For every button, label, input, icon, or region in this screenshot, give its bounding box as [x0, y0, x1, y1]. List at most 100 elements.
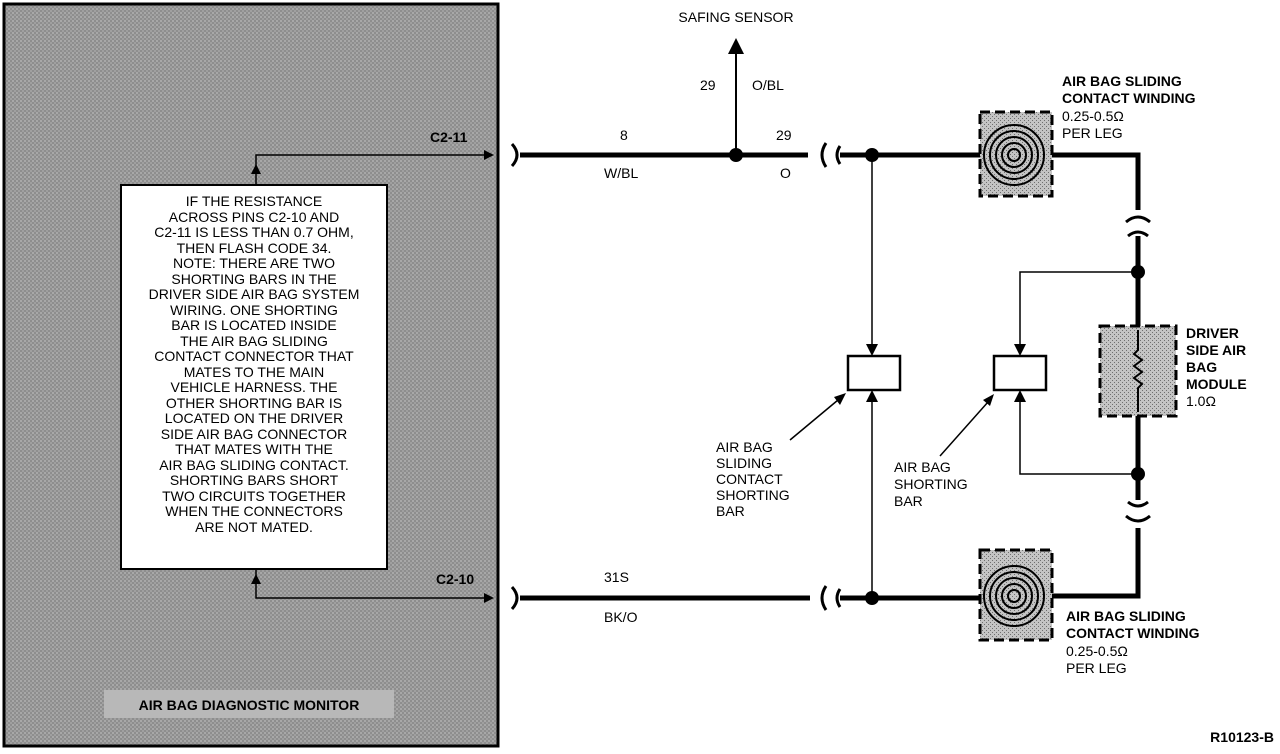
winding-bottom-coil-2 [989, 571, 1039, 621]
winding-bottom-coil-5 [1007, 589, 1021, 603]
sb1-label-1: AIR BAG [716, 439, 773, 455]
connector-bottom-right-inner [835, 588, 842, 608]
monitor-title-box [104, 690, 394, 718]
leader-c2-11-top-arrow [251, 164, 261, 174]
note-line: TWO CIRCUITS TOGETHER [162, 487, 346, 504]
module-resistor [1132, 330, 1144, 412]
connector-right-upper-a [1125, 215, 1151, 224]
note-line: SHORTING BARS SHORT [169, 472, 339, 488]
note-line: WIRING. ONE SHORTING [170, 301, 338, 318]
winding-top-coil-4 [1001, 142, 1027, 168]
wire-right-top [1052, 152, 1141, 210]
safing-sensor-label: SAFING SENSOR [678, 9, 793, 25]
pin-label-c2-11: C2-11 [430, 129, 468, 145]
note-line: NOTE: THERE ARE TWO [172, 255, 336, 271]
module-label-3: BAG [1186, 359, 1217, 375]
shorting-bar-2 [992, 354, 1048, 392]
leader-c2-11-arrow [484, 150, 494, 160]
winding-bottom-label-3: 0.25-0.5Ω [1066, 643, 1128, 659]
winding-bottom-label-2: CONTACT WINDING [1066, 625, 1200, 641]
note-line: IF THE RESISTANCE [185, 193, 323, 209]
winding-top-coil-3 [995, 136, 1033, 174]
note-line: BAR IS LOCATED INSIDE [171, 317, 337, 333]
winding-top-label-2: CONTACT WINDING [1062, 90, 1196, 106]
winding-bottom-coil-3 [995, 577, 1033, 615]
sb1-leader-arrow [834, 393, 846, 405]
sb1-label-3: CONTACT [716, 471, 783, 487]
note-line: OTHER SHORTING BAR IS [165, 394, 343, 411]
note-line: THEN FLASH CODE 34. [176, 239, 332, 256]
note-line: AIR BAG SLIDING CONTACT. [159, 456, 349, 473]
figure-id: R10123-B [1210, 729, 1274, 745]
connector-right-upper-b [1127, 230, 1149, 238]
sb2-leader-arrow [983, 394, 994, 406]
module-label-4: MODULE [1186, 376, 1247, 392]
safing-circuit: 29 [700, 77, 716, 93]
note-line: THE AIR BAG SLIDING [180, 332, 328, 349]
module-label-2: SIDE AIR [1186, 342, 1246, 358]
note-line: CONTACT CONNECTOR THAT [154, 348, 354, 364]
winding-top-coil-5 [1007, 148, 1021, 162]
safing-arrow [728, 38, 744, 54]
leader-c2-10-top-arrow [251, 574, 261, 584]
bottom-color: BK/O [604, 609, 638, 625]
top-circuit: 8 [620, 127, 628, 143]
sb1-label-2: SLIDING [716, 455, 772, 471]
connector-c2-10 [510, 585, 519, 611]
note-line: LOCATED ON THE DRIVER [164, 410, 344, 426]
connector-top-right [820, 142, 828, 168]
pin-label-c2-10: C2-10 [436, 571, 474, 587]
note-line: SHORTING BARS IN THE [171, 270, 337, 287]
note-line: ARE NOT MATED. [195, 518, 313, 535]
winding-top-label-4: PER LEG [1062, 125, 1123, 141]
connector-c2-11 [510, 142, 519, 168]
winding-top-coil-1 [983, 124, 1045, 186]
winding-bottom-label-1: AIR BAG SLIDING [1066, 608, 1186, 624]
winding-top-label-1: AIR BAG SLIDING [1062, 73, 1182, 89]
sb1-leader [789, 399, 839, 441]
connector-right-lower-b [1125, 514, 1151, 523]
module-label-1: DRIVER [1186, 325, 1239, 341]
note-line: ACROSS PINS C2-10 AND [168, 208, 340, 225]
sb1-arrow-top [866, 344, 878, 356]
top-right-circuit: 29 [776, 127, 792, 143]
winding-top-coil-2 [989, 130, 1039, 180]
leader-c2-10-arrow [484, 593, 494, 603]
note-line: SIDE AIR BAG CONNECTOR [160, 425, 348, 442]
sb2-label-2: SHORTING [894, 476, 968, 492]
winding-bottom-coil-4 [1001, 583, 1027, 609]
note-line: C2-11 IS LESS THAN 0.7 OHM, [154, 224, 354, 240]
connector-top-right-inner [835, 145, 842, 165]
note-line: DRIVER SIDE AIR BAG SYSTEM [148, 286, 360, 302]
sb2-leader [939, 401, 989, 457]
note-line: MATES TO THE MAIN [183, 363, 325, 380]
monitor-title: AIR BAG DIAGNOSTIC MONITOR [139, 697, 360, 713]
sb2-label-3: BAR [894, 493, 923, 509]
connector-right-lower-a [1127, 500, 1149, 508]
shorting-bar-1 [846, 354, 902, 392]
winding-bottom-label-4: PER LEG [1066, 660, 1127, 676]
note-line: VEHICLE HARNESS. THE [170, 379, 338, 395]
sb1-label-4: SHORTING [716, 487, 790, 503]
wire-right-bottom [1052, 528, 1141, 599]
note-line: THAT MATES WITH THE [175, 441, 333, 457]
leader-c2-11 [255, 154, 486, 184]
sb2-arrow-bottom [1014, 390, 1026, 402]
winding-bottom-coil-1 [983, 565, 1045, 627]
sb1-label-5: BAR [716, 503, 745, 519]
sb2-arrow-top [1014, 344, 1026, 356]
sb2-wire-bottom [1019, 400, 1138, 475]
sb2-label-1: AIR BAG [894, 459, 951, 475]
winding-top-label-3: 0.25-0.5Ω [1062, 108, 1124, 124]
connector-bottom-right [820, 585, 828, 611]
sb1-arrow-bottom [866, 390, 878, 402]
safing-color: O/BL [752, 77, 784, 93]
note-line: WHEN THE CONNECTORS [165, 503, 343, 519]
diagnostic-note: IF THE RESISTANCE ACROSS PINS C2-10 AND … [120, 184, 388, 570]
top-color: W/BL [604, 165, 638, 181]
module-label-5: 1.0Ω [1186, 393, 1216, 409]
sb2-wire-top [1019, 271, 1138, 345]
top-right-color: O [780, 165, 791, 181]
bottom-circuit: 31S [604, 569, 629, 585]
